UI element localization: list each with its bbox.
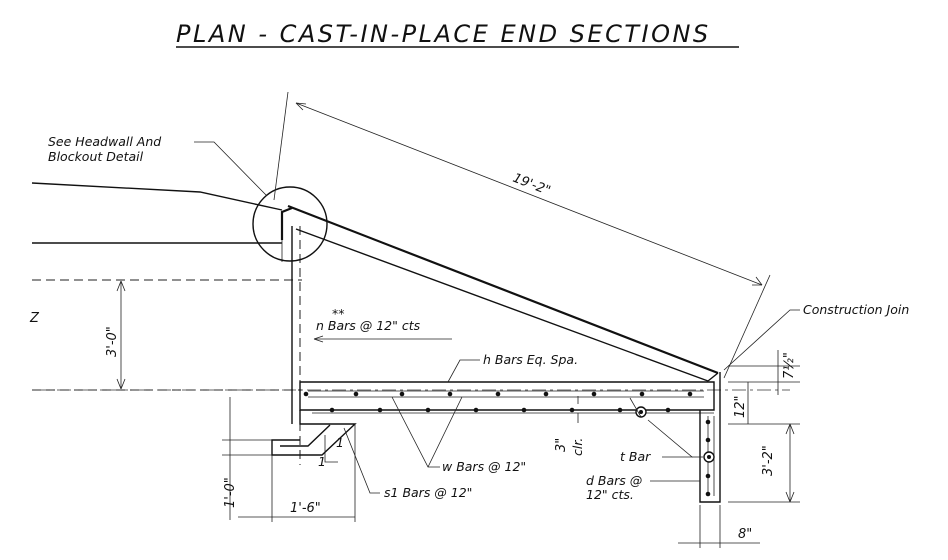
dim-bottom-width: 1'-6" xyxy=(290,501,321,516)
drawing-title: PLAN - CAST-IN-PLACE END SECTIONS xyxy=(176,20,711,48)
n-bars-marks: ** xyxy=(332,306,345,321)
diagonal-ext-left xyxy=(273,91,289,201)
headwall-detail-circle xyxy=(252,186,328,262)
diagonal-arrow-left xyxy=(295,102,307,111)
dim-cover: 3" xyxy=(554,438,569,452)
d-bar-marker-core xyxy=(707,455,711,459)
headwall-note-line1: See Headwall And xyxy=(48,134,161,149)
wingwall-outer-face xyxy=(287,204,719,375)
construction-joint-label: Construction Join xyxy=(803,302,909,317)
d-bars-label-line2: 12" cts. xyxy=(586,487,634,502)
diagonal-arrow-right xyxy=(752,276,763,286)
slope-triangle xyxy=(324,435,338,463)
wingwall-inner-face xyxy=(295,228,709,382)
dim-3-2-arrows xyxy=(785,423,795,503)
sl-bars-leader xyxy=(343,427,380,494)
t-bar-leader xyxy=(647,419,694,458)
d-bars-label-line1: d Bars @ xyxy=(586,473,642,488)
wingwall-end-cap xyxy=(707,372,719,382)
dim-slab: 12" xyxy=(733,395,748,418)
rebar-dots xyxy=(303,391,711,497)
h-bars-label: h Bars Eq. Spa. xyxy=(483,352,578,367)
t-bar-link xyxy=(629,397,642,418)
dim-height-left: 3'-0" xyxy=(105,326,120,357)
end-wall-outline xyxy=(699,372,721,503)
h-bars-leader xyxy=(447,359,480,383)
w-bars-leader xyxy=(391,396,463,468)
headwall-note-line2: Blockout Detail xyxy=(48,149,144,164)
slab-outline xyxy=(299,381,715,411)
slope-vertical-label: 1 xyxy=(336,435,344,450)
t-bar-label: t Bar xyxy=(620,449,651,464)
n-bars-dim-arrow xyxy=(313,335,324,343)
construction-joint-leader xyxy=(723,309,800,371)
footing-slope-inner xyxy=(280,424,331,447)
dim-bottom-left: 1'-0" xyxy=(223,477,238,508)
sl-bars-label: s1 Bars @ 12" xyxy=(384,485,472,500)
pipe-top-outline xyxy=(31,182,283,211)
dim-3-0-arrows xyxy=(116,280,126,390)
z-mark: Z xyxy=(29,311,40,326)
t-bar-marker-core xyxy=(639,410,643,414)
dim-top-right: 7½" xyxy=(782,352,797,379)
clr-label: clr. xyxy=(570,438,585,456)
headwall-blockout xyxy=(280,206,293,240)
headwall-leader xyxy=(194,141,267,196)
dim-right-height: 3'-2" xyxy=(761,445,776,476)
dim-wall-thickness: 8" xyxy=(738,527,752,542)
n-bars-label: n Bars @ 12" cts xyxy=(316,318,421,333)
slope-horizontal-label: 1 xyxy=(318,454,326,469)
w-bars-label: w Bars @ 12" xyxy=(442,459,526,474)
diagonal-ext-right xyxy=(723,274,771,379)
diagonal-dim-line xyxy=(295,102,763,286)
